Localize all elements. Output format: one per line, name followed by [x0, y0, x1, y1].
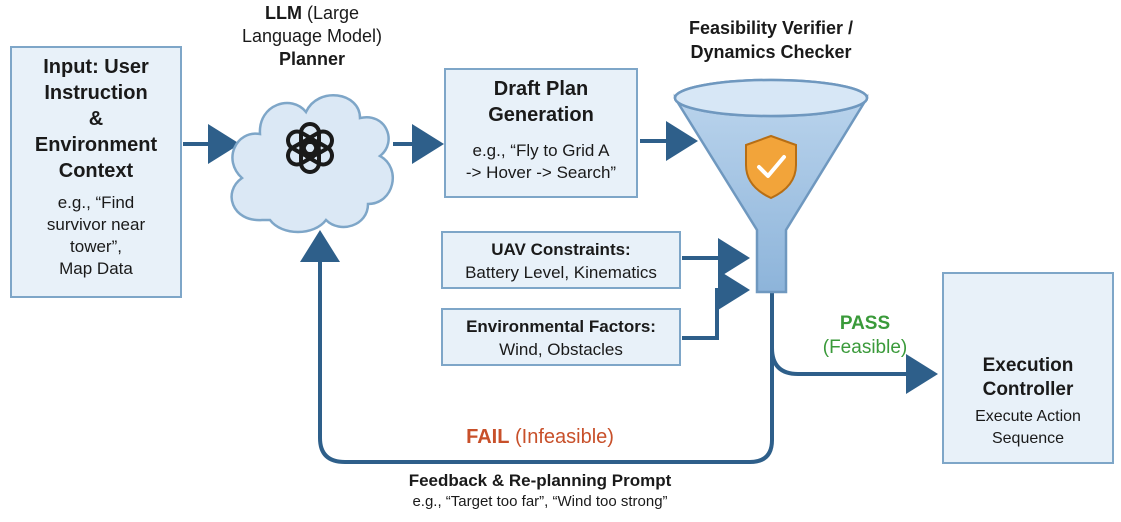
planner-label: LLM (Large Language Model) Planner [222, 2, 402, 71]
input-title-line: Context [58, 160, 134, 182]
executor-title-line: Controller [982, 379, 1074, 400]
input-title-line: Input: User [43, 56, 149, 78]
execution-controller-box: Execution Controller Execute Action Sequ… [942, 272, 1114, 464]
feedback-example: e.g., “Target too far”, “Wind too strong… [412, 493, 668, 510]
input-title-line: Instruction [44, 82, 148, 104]
draft-title-line: Generation [488, 104, 594, 126]
fail-title: FAIL [466, 426, 510, 448]
env-factors-detail: Wind, Obstacles [499, 340, 623, 359]
planner-title-rest: (Large [301, 3, 360, 23]
planner-cloud [230, 94, 395, 234]
input-title-line: Environment [34, 134, 158, 156]
env-factors-title: Environmental Factors: [466, 317, 656, 336]
arrow-fail-feedback-loop [300, 230, 774, 464]
input-example-line: Map Data [59, 259, 133, 278]
draft-plan-box: Draft Plan Generation e.g., “Fly to Grid… [444, 68, 638, 198]
input-example-line: tower”, [70, 237, 122, 256]
uav-constraints-detail: Battery Level, Kinematics [465, 263, 657, 282]
pass-detail: (Feasible) [822, 337, 908, 358]
feedback-label: Feedback & Re-planning Prompt e.g., “Tar… [330, 470, 750, 512]
input-box: Input: User Instruction & Environment Co… [10, 46, 182, 298]
executor-detail-line: Execute Action [975, 408, 1081, 425]
feedback-title: Feedback & Re-planning Prompt [408, 471, 672, 490]
fail-label: FAIL (Infeasible) [420, 425, 660, 449]
pass-title: PASS [839, 313, 891, 334]
arrow-env-to-verifier [682, 270, 750, 340]
planner-title-line2: Language Model) [241, 26, 383, 46]
input-example-line: e.g., “Find [57, 193, 135, 212]
verifier-label: Feasibility Verifier / Dynamics Checker [640, 16, 902, 64]
draft-example-line: -> Hover -> Search” [465, 163, 617, 182]
draft-title-line: Draft Plan [493, 78, 589, 100]
openai-knot-icon [286, 122, 334, 174]
input-example-line: survivor near [46, 215, 146, 234]
draft-example-line: e.g., “Fly to Grid A [472, 141, 610, 160]
uav-constraints-title: UAV Constraints: [491, 240, 631, 259]
input-title-line: & [88, 108, 104, 130]
uav-constraints-box: UAV Constraints: Battery Level, Kinemati… [441, 231, 681, 289]
shield-check-icon [745, 134, 797, 200]
planner-title-line3: Planner [278, 49, 346, 69]
fail-detail: (Infeasible) [509, 426, 614, 448]
executor-detail-line: Sequence [991, 430, 1065, 447]
verifier-title-line: Feasibility Verifier / [688, 18, 854, 38]
executor-title-line: Execution [982, 355, 1074, 376]
verifier-title-line: Dynamics Checker [690, 42, 852, 62]
planner-title-bold: LLM [264, 3, 302, 23]
env-factors-box: Environmental Factors: Wind, Obstacles [441, 308, 681, 366]
pass-label: PASS (Feasible) [800, 312, 930, 360]
